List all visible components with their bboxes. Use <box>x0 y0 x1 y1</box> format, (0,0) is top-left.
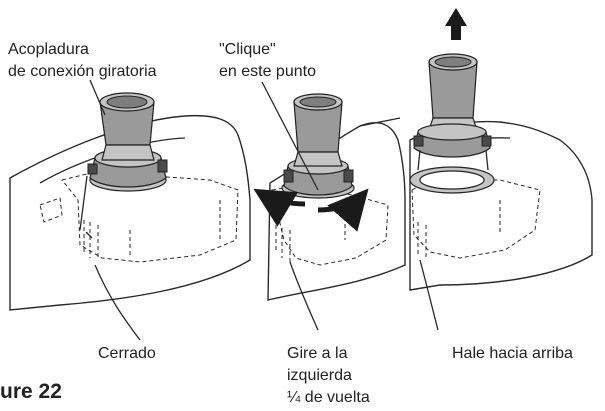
tank-lower-edge <box>94 264 141 341</box>
coupling-callout-line2: de conexión giratoria <box>8 63 157 80</box>
panel-closed <box>9 92 251 341</box>
panel-pull <box>409 8 593 331</box>
rotate-right-arrow <box>317 188 369 232</box>
caption-turn-line3: ¼ de vuelta <box>287 389 370 406</box>
caption-closed: Cerrado <box>98 345 156 362</box>
click-callout-line1: "Clique" <box>219 41 276 58</box>
figure-label: ure 22 <box>0 380 62 403</box>
caption-turn-line2: izquierda <box>287 367 352 384</box>
tank-lower-edge <box>289 261 319 331</box>
rotate-left-arrow <box>253 188 306 227</box>
tank-lower-edge <box>419 259 439 331</box>
click-callout-line2: en este punto <box>219 63 316 80</box>
tank-body <box>409 120 593 291</box>
housing-outline <box>411 179 541 259</box>
caption-pull: Hale hacia arriba <box>452 345 573 362</box>
pull-up-arrow <box>445 8 467 40</box>
panel-turn <box>253 81 406 331</box>
coupling-leader-line <box>89 79 106 116</box>
housing-outline <box>271 184 389 266</box>
click-leader-line <box>261 81 319 191</box>
coupling-callout-line1: Acopladura <box>8 41 89 58</box>
caption-turn-line1: Gire a la <box>287 345 348 362</box>
bayonet-ring <box>283 165 353 196</box>
housing-outline <box>61 171 239 263</box>
